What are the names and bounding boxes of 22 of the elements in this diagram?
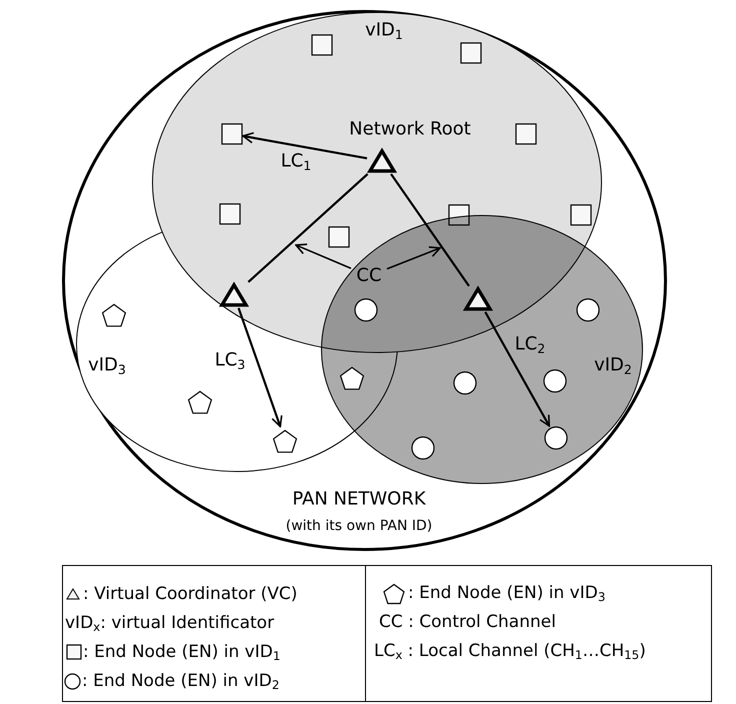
area-label: vID$_{2}$ bbox=[594, 356, 632, 376]
edge-label: LC$_{2}$ bbox=[514, 334, 546, 356]
legend-text: vID$_{x}$: virtual Identificator bbox=[65, 612, 274, 634]
legend-text: LC$_{x}$ : Local Channel (CH$_{1}$…CH$_{15}$) bbox=[374, 640, 646, 662]
node-caption: Network Root bbox=[349, 120, 471, 140]
connector-arrow bbox=[242, 132, 368, 160]
legend-text: : Virtual Coordinator (VC) bbox=[83, 583, 298, 605]
edge-label: LC$_{1}$ bbox=[280, 152, 312, 172]
legend-text: : End Node (EN) in vID$_{2}$ bbox=[82, 670, 280, 692]
area-note: (with its own PAN ID) bbox=[286, 518, 432, 534]
connector-arrow bbox=[484, 311, 550, 427]
connector-arrow bbox=[386, 246, 441, 270]
connector-arrow bbox=[238, 308, 282, 428]
legend-text: : End Node (EN) in vID$_{1}$ bbox=[83, 641, 280, 663]
legend-text: CC : Control Channel bbox=[379, 611, 556, 633]
channel-label: CC bbox=[351, 264, 387, 288]
area-label: vID$_{3}$ bbox=[88, 356, 126, 376]
legend-text: : End Node (EN) in vID$_{3}$ bbox=[408, 582, 606, 604]
area-label: vID$_{1}$ bbox=[365, 20, 403, 42]
connector-arrow bbox=[295, 244, 352, 270]
edge-label: LC$_{3}$ bbox=[214, 350, 246, 372]
area-label: PAN NETWORK bbox=[292, 490, 426, 510]
